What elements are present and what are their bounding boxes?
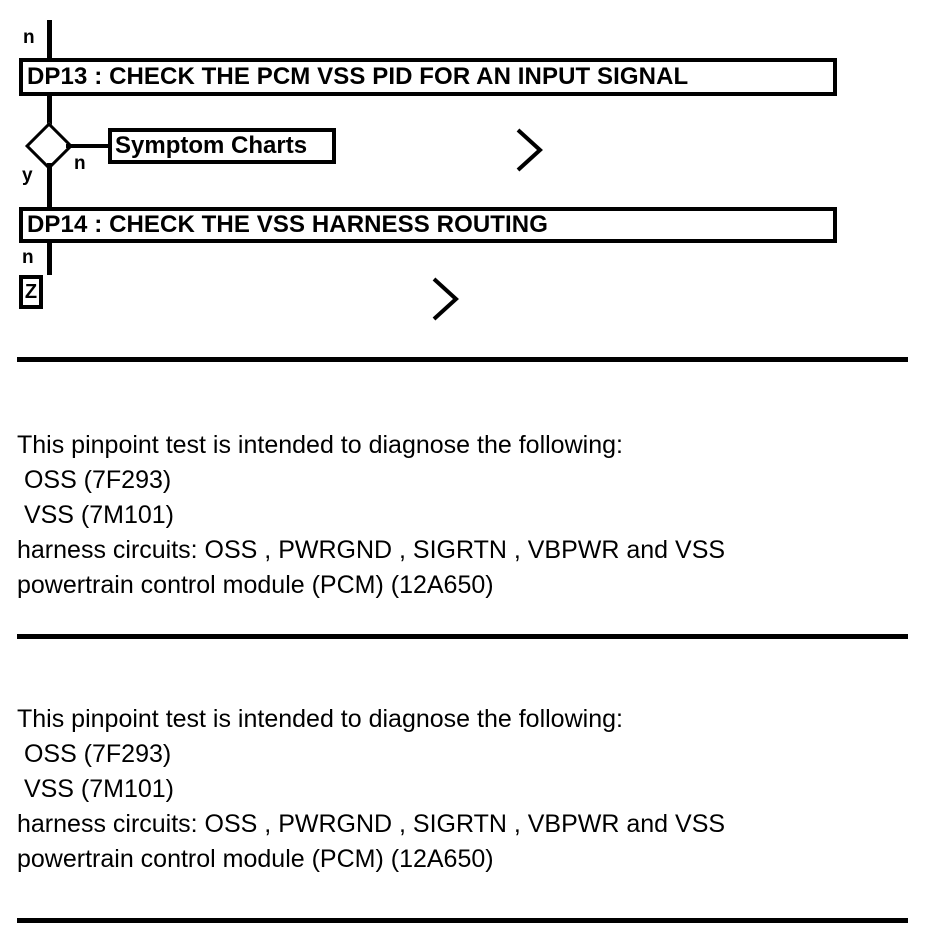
terminator-box-z-label: Z bbox=[24, 281, 38, 303]
edge-label-decision-no: n bbox=[74, 153, 86, 174]
text-line: This pinpoint test is intended to diagno… bbox=[17, 431, 623, 459]
text-line: OSS (7F293) bbox=[17, 740, 172, 768]
connector-decision-to-dp14 bbox=[47, 163, 52, 209]
step-box-dp13-label: DP13 : CHECK THE PCM VSS PID FOR AN INPU… bbox=[27, 63, 689, 90]
connector-dp13-to-decision bbox=[47, 96, 52, 130]
text-line: This pinpoint test is intended to diagno… bbox=[17, 705, 623, 733]
step-box-dp14[interactable]: DP14 : CHECK THE VSS HARNESS ROUTING bbox=[19, 207, 837, 243]
text-line: harness circuits: OSS , PWRGND , SIGRTN … bbox=[17, 810, 726, 838]
connector-dp14-to-terminator bbox=[47, 243, 52, 275]
text-line: harness circuits: OSS , PWRGND , SIGRTN … bbox=[17, 536, 726, 564]
edge-label-entry: n bbox=[23, 27, 35, 48]
reference-box-symptom-charts-label: Symptom Charts bbox=[115, 132, 308, 159]
chevron-right-icon-2 bbox=[432, 277, 459, 321]
connector-decision-to-symptom-charts bbox=[66, 144, 112, 148]
text-line: VSS (7M101) bbox=[17, 775, 175, 803]
edge-label-decision-yes: y bbox=[22, 165, 33, 186]
terminator-box-z[interactable]: Z bbox=[19, 275, 43, 309]
text-line: OSS (7F293) bbox=[17, 466, 172, 494]
reference-box-symptom-charts[interactable]: Symptom Charts bbox=[108, 128, 336, 164]
edge-label-terminator: n bbox=[22, 247, 34, 268]
divider-rule-3 bbox=[17, 918, 908, 923]
text-section-2: This pinpoint test is intended to diagno… bbox=[17, 702, 917, 877]
text-line: VSS (7M101) bbox=[17, 501, 175, 529]
step-box-dp14-label: DP14 : CHECK THE VSS HARNESS ROUTING bbox=[27, 211, 549, 238]
text-section-1: This pinpoint test is intended to diagno… bbox=[17, 428, 917, 603]
text-line: powertrain control module (PCM) (12A650) bbox=[17, 845, 494, 873]
chevron-right-icon-1 bbox=[516, 128, 543, 172]
divider-rule-1 bbox=[17, 357, 908, 362]
step-box-dp13[interactable]: DP13 : CHECK THE PCM VSS PID FOR AN INPU… bbox=[19, 58, 837, 96]
connector-entry-to-dp13 bbox=[47, 20, 52, 60]
text-line: powertrain control module (PCM) (12A650) bbox=[17, 571, 494, 599]
divider-rule-2 bbox=[17, 634, 908, 639]
flowchart-diagram: n DP13 : CHECK THE PCM VSS PID FOR AN IN… bbox=[0, 0, 928, 345]
